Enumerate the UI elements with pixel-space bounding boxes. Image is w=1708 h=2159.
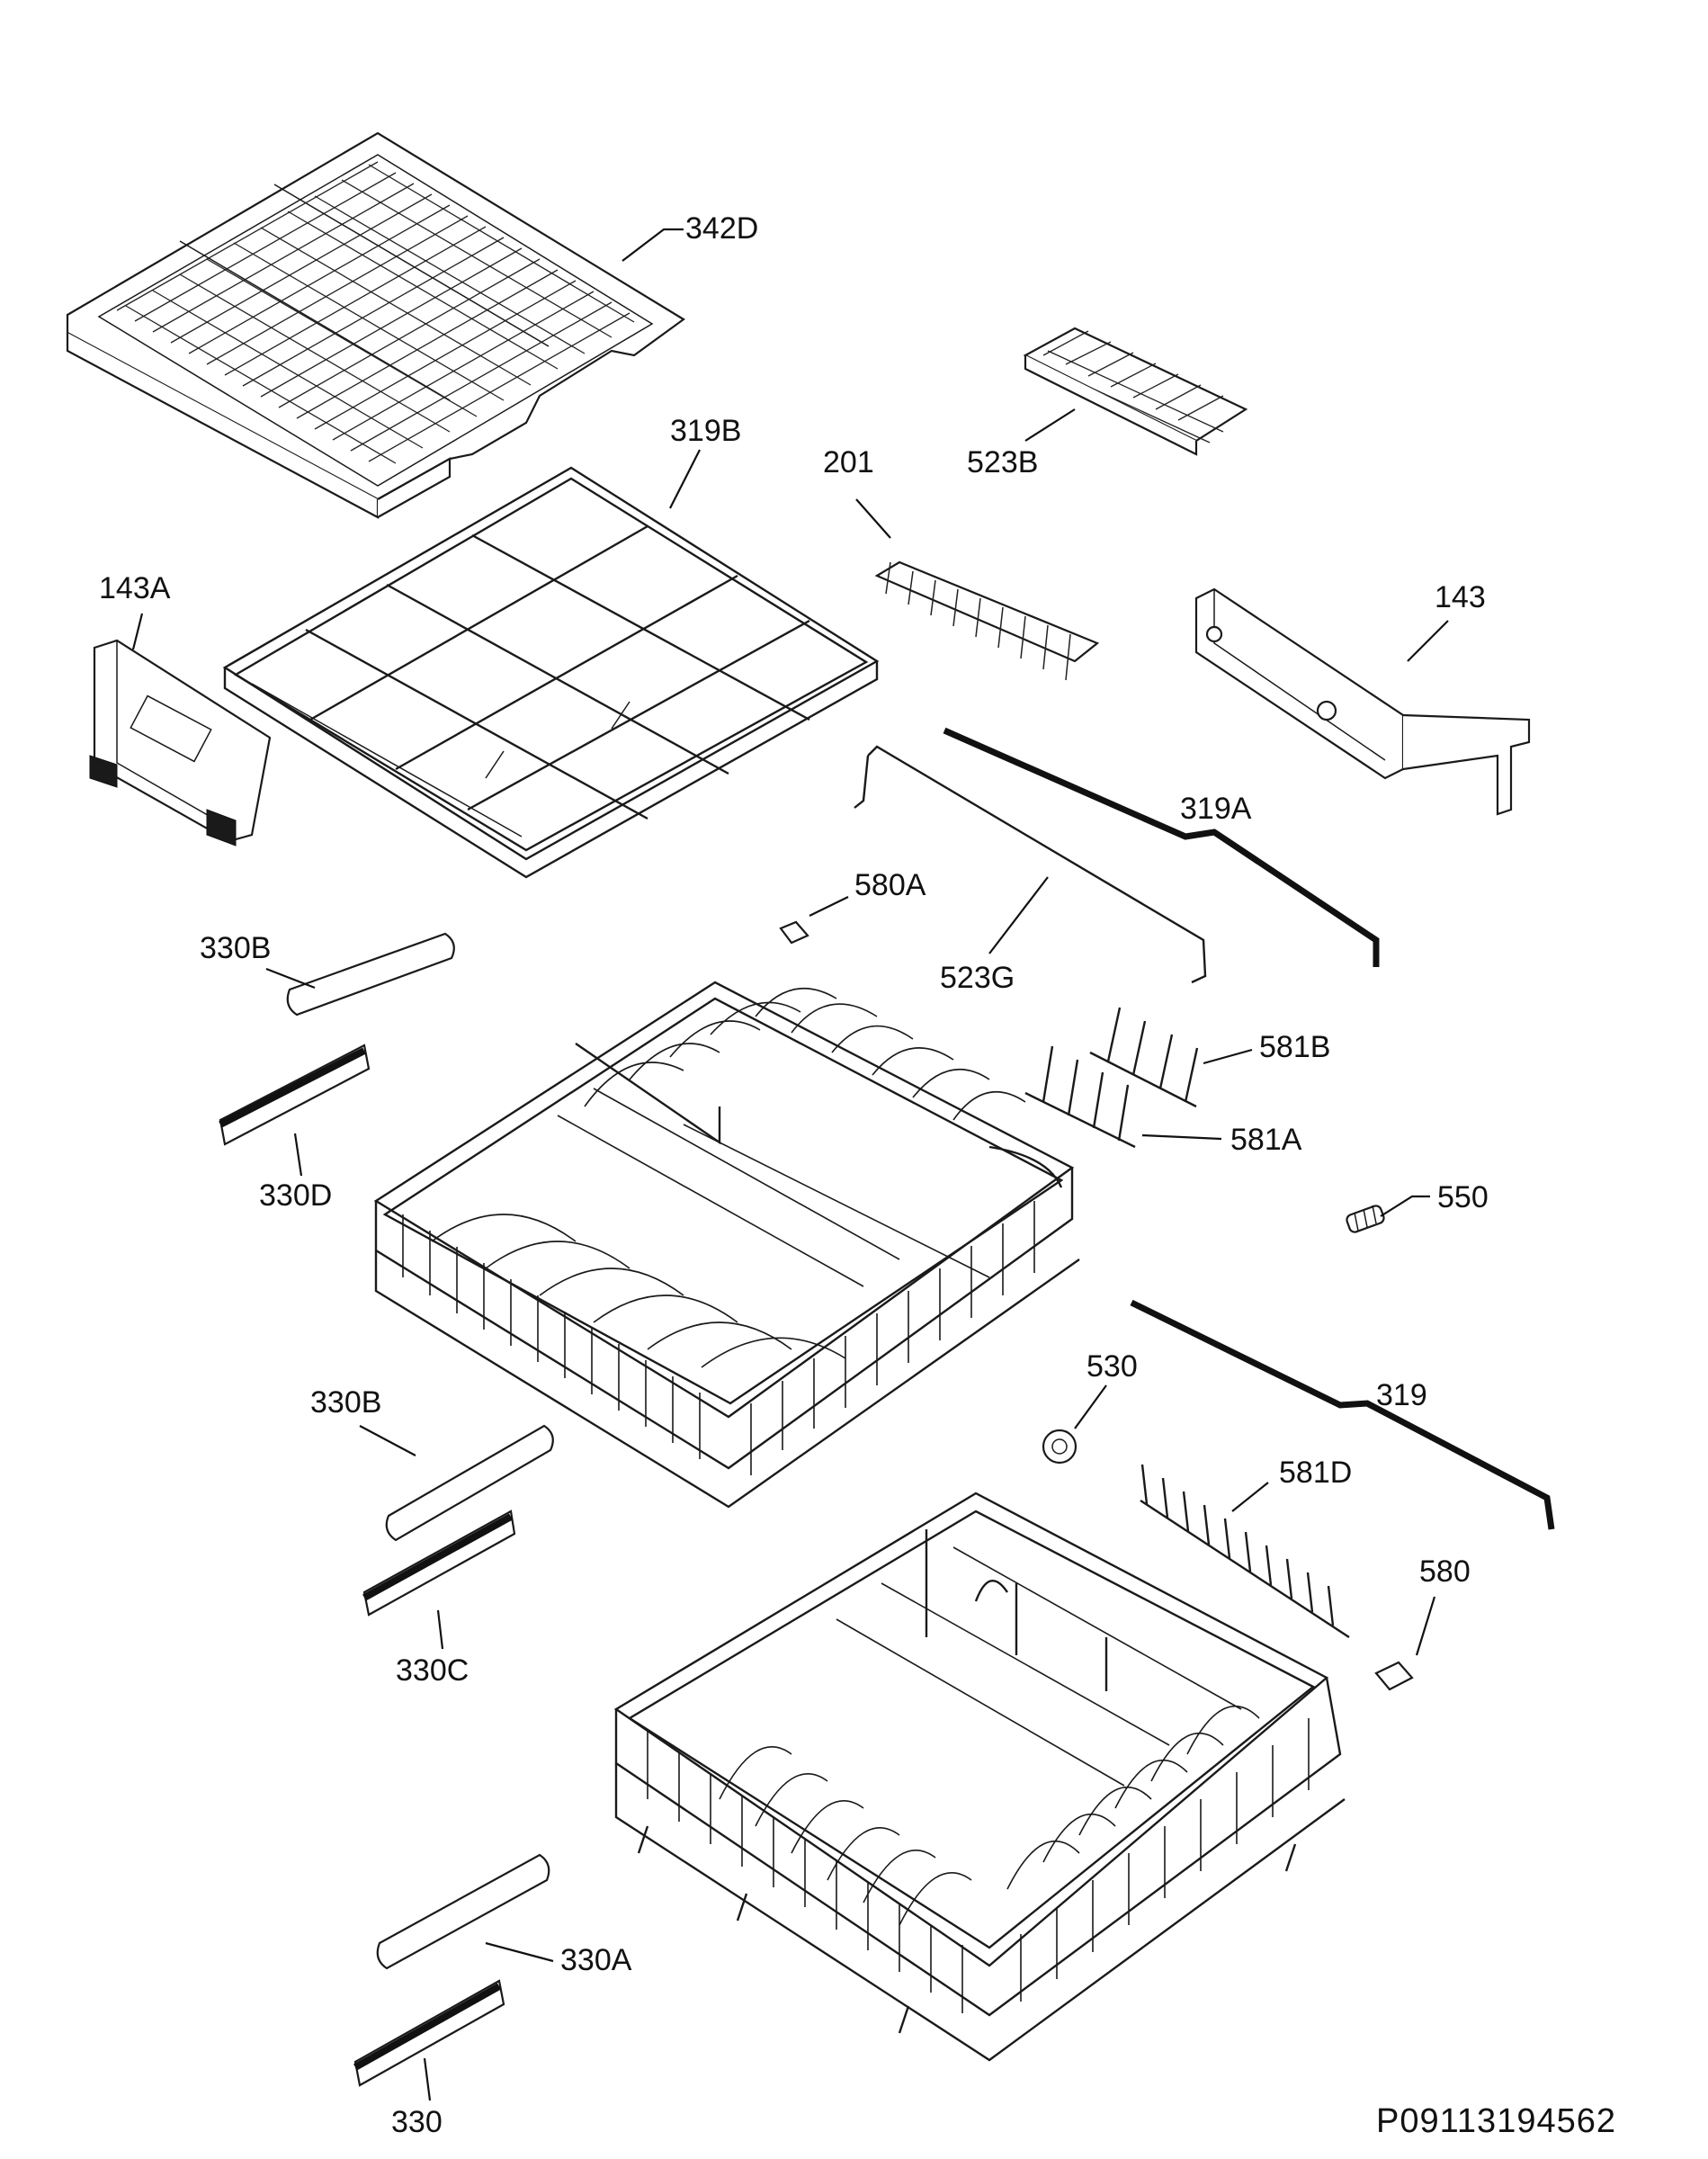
label-581b: 581B bbox=[1259, 1030, 1330, 1064]
leader-342d bbox=[621, 228, 684, 262]
part-319-runner bbox=[1130, 1299, 1555, 1530]
leader-523g bbox=[988, 876, 1049, 954]
label-319a: 319A bbox=[1180, 792, 1252, 826]
label-330a: 330A bbox=[560, 1943, 632, 1977]
label-319: 319 bbox=[1376, 1378, 1427, 1412]
part-upper-basket bbox=[373, 981, 1080, 1509]
leader-580a bbox=[809, 896, 849, 917]
part-581b-tines bbox=[1089, 1007, 1199, 1108]
label-319b: 319B bbox=[670, 414, 741, 448]
leader-330c bbox=[436, 1609, 444, 1650]
drawing-code: P09113194562 bbox=[1376, 2102, 1616, 2140]
label-530: 530 bbox=[1087, 1349, 1138, 1384]
part-530-wheel bbox=[1042, 1429, 1078, 1465]
part-581d-tines bbox=[1140, 1464, 1350, 1639]
part-330b-mid-trim bbox=[385, 1424, 554, 1542]
leader-530 bbox=[1074, 1384, 1107, 1429]
part-201-clips bbox=[874, 560, 1100, 681]
leader-143a bbox=[131, 613, 144, 650]
label-330b-mid: 330B bbox=[310, 1385, 381, 1420]
part-342d-cutlery-tray bbox=[66, 131, 685, 519]
label-330b-top: 330B bbox=[200, 931, 271, 965]
label-581a: 581A bbox=[1230, 1123, 1302, 1157]
label-342d: 342D bbox=[685, 211, 758, 246]
leader-143 bbox=[1407, 620, 1449, 662]
label-330: 330 bbox=[391, 2105, 443, 2139]
leader-330 bbox=[423, 2057, 432, 2101]
part-143a-end-cap bbox=[89, 639, 272, 847]
part-580a-clip bbox=[779, 920, 809, 945]
part-319b-rack-frame bbox=[222, 466, 880, 879]
part-330c-trim bbox=[362, 1510, 516, 1617]
label-330d: 330D bbox=[259, 1178, 332, 1213]
leader-550 bbox=[1380, 1195, 1430, 1217]
label-201: 201 bbox=[823, 445, 874, 479]
leader-580 bbox=[1415, 1596, 1436, 1656]
leader-581b bbox=[1203, 1048, 1253, 1065]
leader-330a bbox=[485, 1941, 554, 1963]
part-330a-trim bbox=[376, 1853, 550, 1970]
part-523b-insert bbox=[1023, 327, 1248, 456]
leader-319b bbox=[669, 449, 701, 509]
leader-330b-mid bbox=[359, 1425, 416, 1456]
label-550: 550 bbox=[1437, 1180, 1489, 1214]
part-580-clip bbox=[1374, 1661, 1414, 1691]
leader-330b-top bbox=[265, 967, 316, 990]
part-330d-trim bbox=[219, 1044, 371, 1146]
leader-330d bbox=[293, 1133, 303, 1177]
label-523g: 523G bbox=[940, 961, 1015, 995]
leader-523b bbox=[1024, 408, 1076, 442]
label-523b: 523B bbox=[967, 445, 1038, 479]
part-330-trim bbox=[353, 1979, 505, 2087]
part-523g-wire-bar bbox=[854, 745, 1207, 984]
label-580a: 580A bbox=[854, 868, 926, 902]
leader-581a bbox=[1141, 1133, 1222, 1141]
leader-581d bbox=[1231, 1482, 1269, 1512]
leader-lines bbox=[131, 228, 1449, 2101]
label-143: 143 bbox=[1435, 580, 1486, 614]
leader-201 bbox=[855, 498, 891, 539]
label-581d: 581D bbox=[1279, 1456, 1352, 1490]
part-581a-tines bbox=[1024, 1045, 1136, 1149]
part-330b-top-trim bbox=[286, 932, 455, 1017]
part-143-side-rail bbox=[1194, 587, 1531, 816]
part-labels: 342D 523B 319B 201 143A 143 319A 580A 33… bbox=[99, 211, 1489, 2139]
part-319a-runner bbox=[943, 727, 1380, 967]
part-550-fastener bbox=[1346, 1205, 1385, 1233]
part-lower-basket bbox=[613, 1492, 1346, 2062]
label-330c: 330C bbox=[396, 1653, 469, 1688]
label-580: 580 bbox=[1419, 1554, 1471, 1589]
label-143a: 143A bbox=[99, 571, 171, 605]
